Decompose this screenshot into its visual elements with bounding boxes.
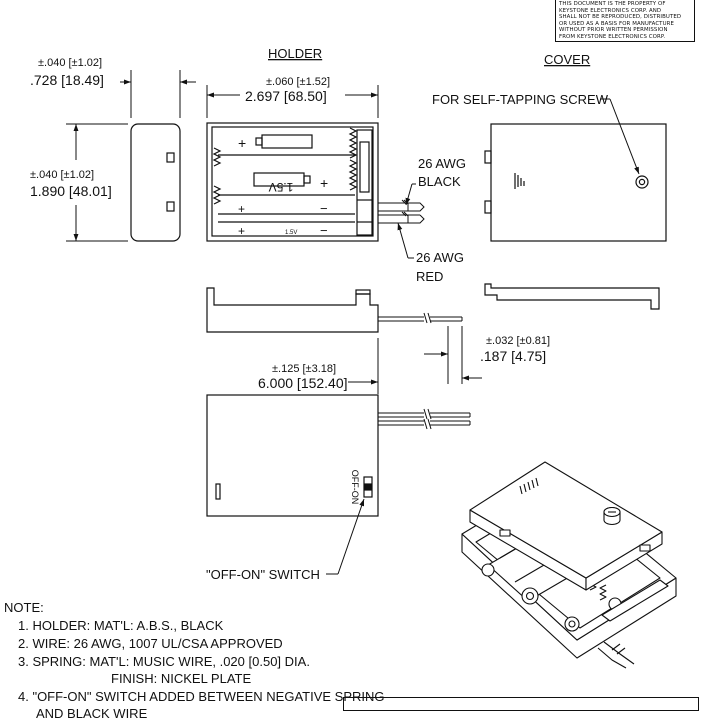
red-wire-color: RED	[416, 269, 443, 284]
notice-line: WITHOUT PRIOR WRITTEN PERMISSION	[559, 27, 668, 34]
plus-sign: +	[238, 135, 246, 151]
wire-length-value: 6.000 [152.40]	[258, 375, 348, 391]
title-block-frame	[343, 697, 699, 711]
note-1: 1. HOLDER: MAT'L: A.B.S., BLACK	[18, 618, 224, 633]
wire-length-dimension	[348, 338, 379, 394]
small-voltage-label: 1.5V	[285, 230, 297, 236]
switch-marking: OFF-ON	[350, 470, 360, 505]
battery-markings: + + 1.5V + − + 1.5V −	[238, 135, 328, 238]
screw-callout: FOR SELF-TAPPING SCREW	[432, 92, 609, 107]
thickness-dimension	[120, 70, 196, 118]
plus-sign: +	[238, 224, 245, 238]
notes-heading: NOTE:	[4, 600, 44, 615]
lead-wires-bottom	[378, 408, 471, 430]
width-dimension	[206, 85, 379, 118]
notice-line: THIS DOCUMENT IS THE PROPERTY OF	[559, 1, 666, 7]
height-value: 1.890 [48.01]	[30, 183, 112, 199]
minus-sign: −	[320, 223, 328, 238]
strip-tolerance: ±.032 [±0.81]	[486, 335, 550, 347]
red-wire-awg: 26 AWG	[416, 250, 464, 265]
thickness-value: .728 [18.49]	[30, 72, 104, 88]
height-tolerance: ±.040 [±1.02]	[30, 169, 94, 181]
black-wire-awg: 26 AWG	[418, 156, 466, 171]
cover-side-profile	[484, 283, 660, 310]
switch-leader	[326, 498, 365, 575]
strip-value: .187 [4.75]	[480, 348, 546, 364]
note-3: 3. SPRING: MAT'L: MUSIC WIRE, .020 [0.50…	[18, 654, 310, 669]
note-2: 2. WIRE: 26 AWG, 1007 UL/CSA APPROVED	[18, 636, 283, 651]
switch-callout: "OFF-ON" SWITCH	[206, 567, 320, 582]
note-3-continued: FINISH: NICKEL PLATE	[111, 671, 252, 686]
notice-line: SHALL NOT BE REPRODUCED, DISTRIBUTED	[559, 14, 682, 21]
black-wire-color: BLACK	[418, 174, 461, 189]
red-wire-leader	[397, 222, 414, 259]
strip-dimension	[424, 326, 482, 384]
width-tolerance: ±.060 [±1.52]	[266, 76, 330, 88]
height-dimension	[66, 123, 128, 242]
voltage-label: 1.5V	[269, 180, 294, 194]
holder-top-view	[206, 122, 379, 242]
lead-wires-side	[378, 312, 463, 324]
notice-line: FROM KEYSTONE ELECTRONICS CORP.	[559, 33, 666, 40]
cover-top-view	[484, 123, 667, 242]
holder-bottom-view	[206, 394, 379, 517]
holder-side-view	[130, 123, 181, 242]
note-4: 4. "OFF-ON" SWITCH ADDED BETWEEN NEGATIV…	[18, 689, 385, 704]
isometric-view	[461, 461, 677, 669]
notice-line: KEYSTONE ELECTRONICS CORP. AND	[559, 7, 662, 14]
thickness-tolerance: ±.040 [±1.02]	[38, 57, 102, 69]
proprietary-notice: THIS DOCUMENT IS THE PROPERTY OF KEYSTON…	[555, 0, 695, 42]
wire-length-tolerance: ±.125 [±3.18]	[272, 363, 336, 375]
note-4-continued: AND BLACK WIRE	[36, 706, 148, 721]
lead-wires-top	[378, 199, 425, 224]
holder-side-profile	[206, 287, 379, 333]
width-value: 2.697 [68.50]	[245, 88, 327, 104]
plus-sign: +	[320, 175, 328, 191]
notice-line: OR USED AS A BASIS FOR MANUFACTURE	[559, 20, 674, 27]
black-wire-leader	[405, 183, 416, 206]
plus-sign: +	[238, 202, 245, 216]
screw-leader	[600, 98, 640, 175]
minus-sign: −	[320, 201, 328, 216]
holder-view-title: HOLDER	[268, 46, 322, 61]
cover-view-title: COVER	[544, 52, 590, 67]
